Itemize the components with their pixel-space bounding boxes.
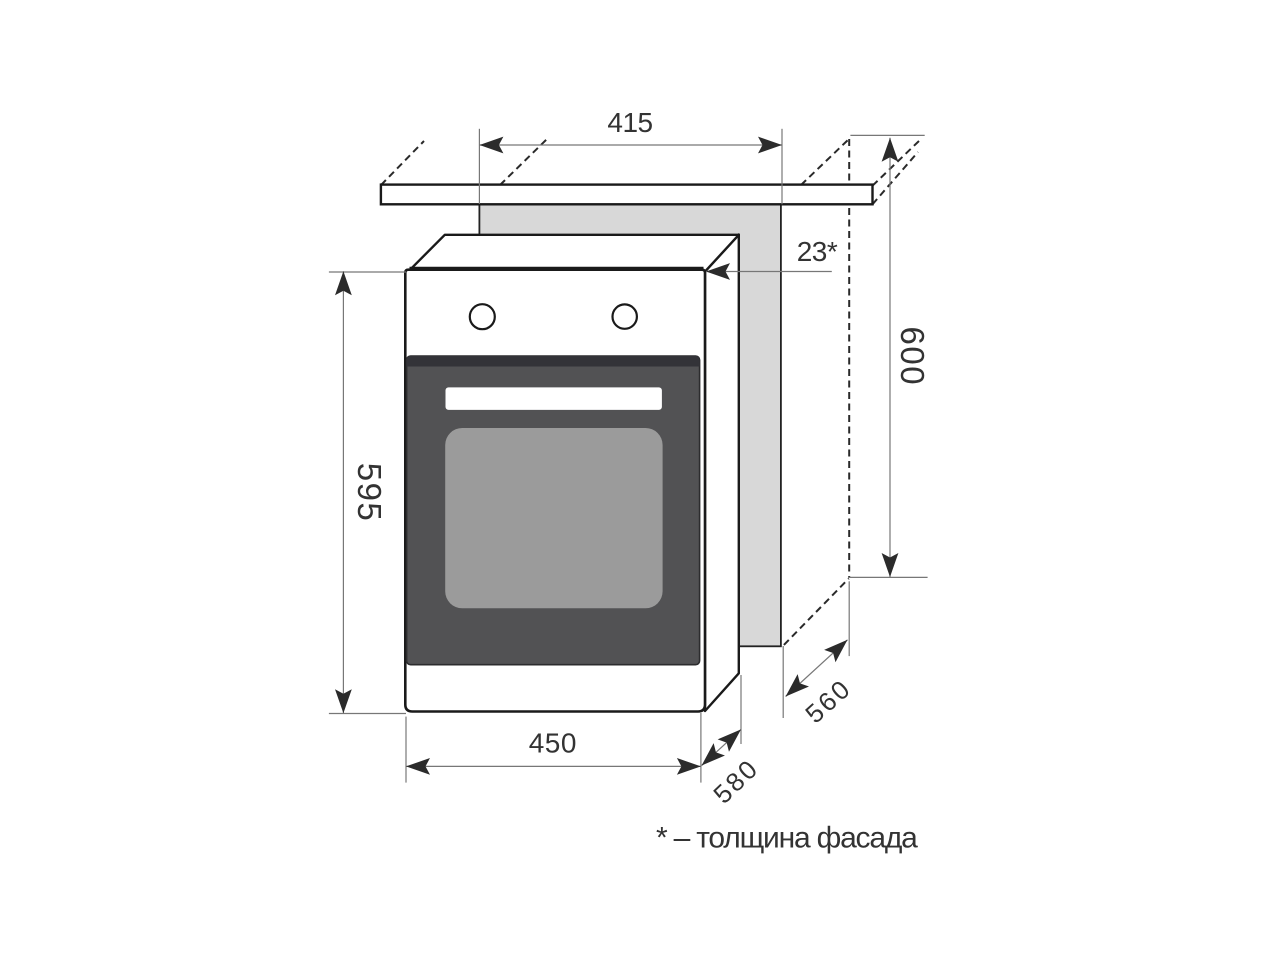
svg-text:415: 415 [607,107,652,138]
svg-text:595: 595 [351,463,388,523]
svg-text:600: 600 [894,327,931,387]
svg-text:* – толщина фасада: * – толщина фасада [656,822,918,855]
svg-text:450: 450 [529,728,577,759]
svg-text:23*: 23* [797,236,838,267]
